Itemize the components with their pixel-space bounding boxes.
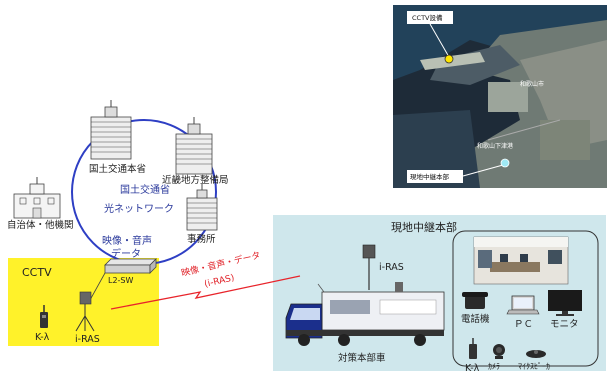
cctv-iras-tripod-icon: [75, 291, 95, 332]
field-radio-icon: [469, 338, 477, 359]
l2-switch-label: L2-SW: [108, 276, 134, 285]
mlit-hq-building-icon: [90, 100, 132, 160]
phone-label: 電話機: [461, 313, 490, 325]
monitor-icon: [548, 290, 582, 316]
field-hq-title: 現地中継本部: [391, 220, 457, 234]
media-label-line2: データ: [111, 247, 141, 260]
map-cctv-marker: [444, 54, 454, 64]
office-building-icon: [186, 184, 218, 231]
wireless-link-line: [110, 275, 301, 310]
map-place-label-2: 和歌山下津港: [477, 142, 513, 150]
map-place-label-1: 和歌山市: [520, 80, 544, 88]
phone-icon: [462, 292, 488, 309]
kinki-bureau-label: 近畿地方整備局: [162, 174, 229, 186]
wireless-link-label-line2: (i-RAS): [203, 273, 235, 290]
command-vehicle-label: 対策本部車: [338, 352, 386, 364]
pc-icon: [506, 295, 540, 315]
pc-label: ＰＣ: [514, 319, 533, 330]
cctv-iras-label: i-RAS: [75, 334, 100, 345]
field-iras-antenna-icon: [362, 244, 376, 290]
l2-switch-icon: [104, 258, 157, 274]
map-relay-label: 現地中継本部: [410, 172, 450, 181]
mlit-hq-label: 国土交通本省: [89, 163, 146, 175]
meeting-room-photo: [473, 236, 569, 285]
map-relay-callout: [407, 170, 463, 183]
field-iras-label: i-RAS: [379, 262, 404, 273]
map-relay-marker: [500, 158, 510, 168]
cctv-radio-icon: [40, 305, 48, 328]
field-radio-label: K-λ: [465, 363, 480, 374]
camera-icon: [493, 344, 505, 359]
monitor-label: モニタ: [550, 319, 579, 330]
field-hq-room-box: [452, 230, 599, 367]
command-vehicle-icon: [285, 282, 445, 346]
local-gov-building-icon: [13, 177, 61, 219]
media-label-line1: 映像・音声: [102, 234, 152, 247]
wireless-link-label-line1: 映像・音声・データ: [180, 249, 262, 279]
aerial-map: CCTV設備 和歌山市 和歌山下津港 現地中継本部: [393, 5, 607, 188]
map-cctv-callout: [407, 11, 453, 24]
map-cctv-label: CCTV設備: [412, 13, 443, 22]
mic-speaker-icon: [526, 350, 546, 358]
cctv-radio-label: K-λ: [35, 332, 50, 343]
network-name-line2: 光ネットワーク: [104, 202, 174, 215]
camera-label: ｶﾒﾗ: [488, 362, 500, 371]
network-name-line1: 国土交通省: [120, 183, 170, 196]
kinki-bureau-building-icon: [175, 117, 213, 175]
office-label: 事務所: [187, 233, 216, 245]
local-gov-label: 自治体・他機関: [7, 219, 74, 231]
mic-speaker-label: ﾏｲｸｽﾋﾟｰｶ: [518, 362, 550, 371]
cctv-zone-title: CCTV: [22, 266, 52, 279]
